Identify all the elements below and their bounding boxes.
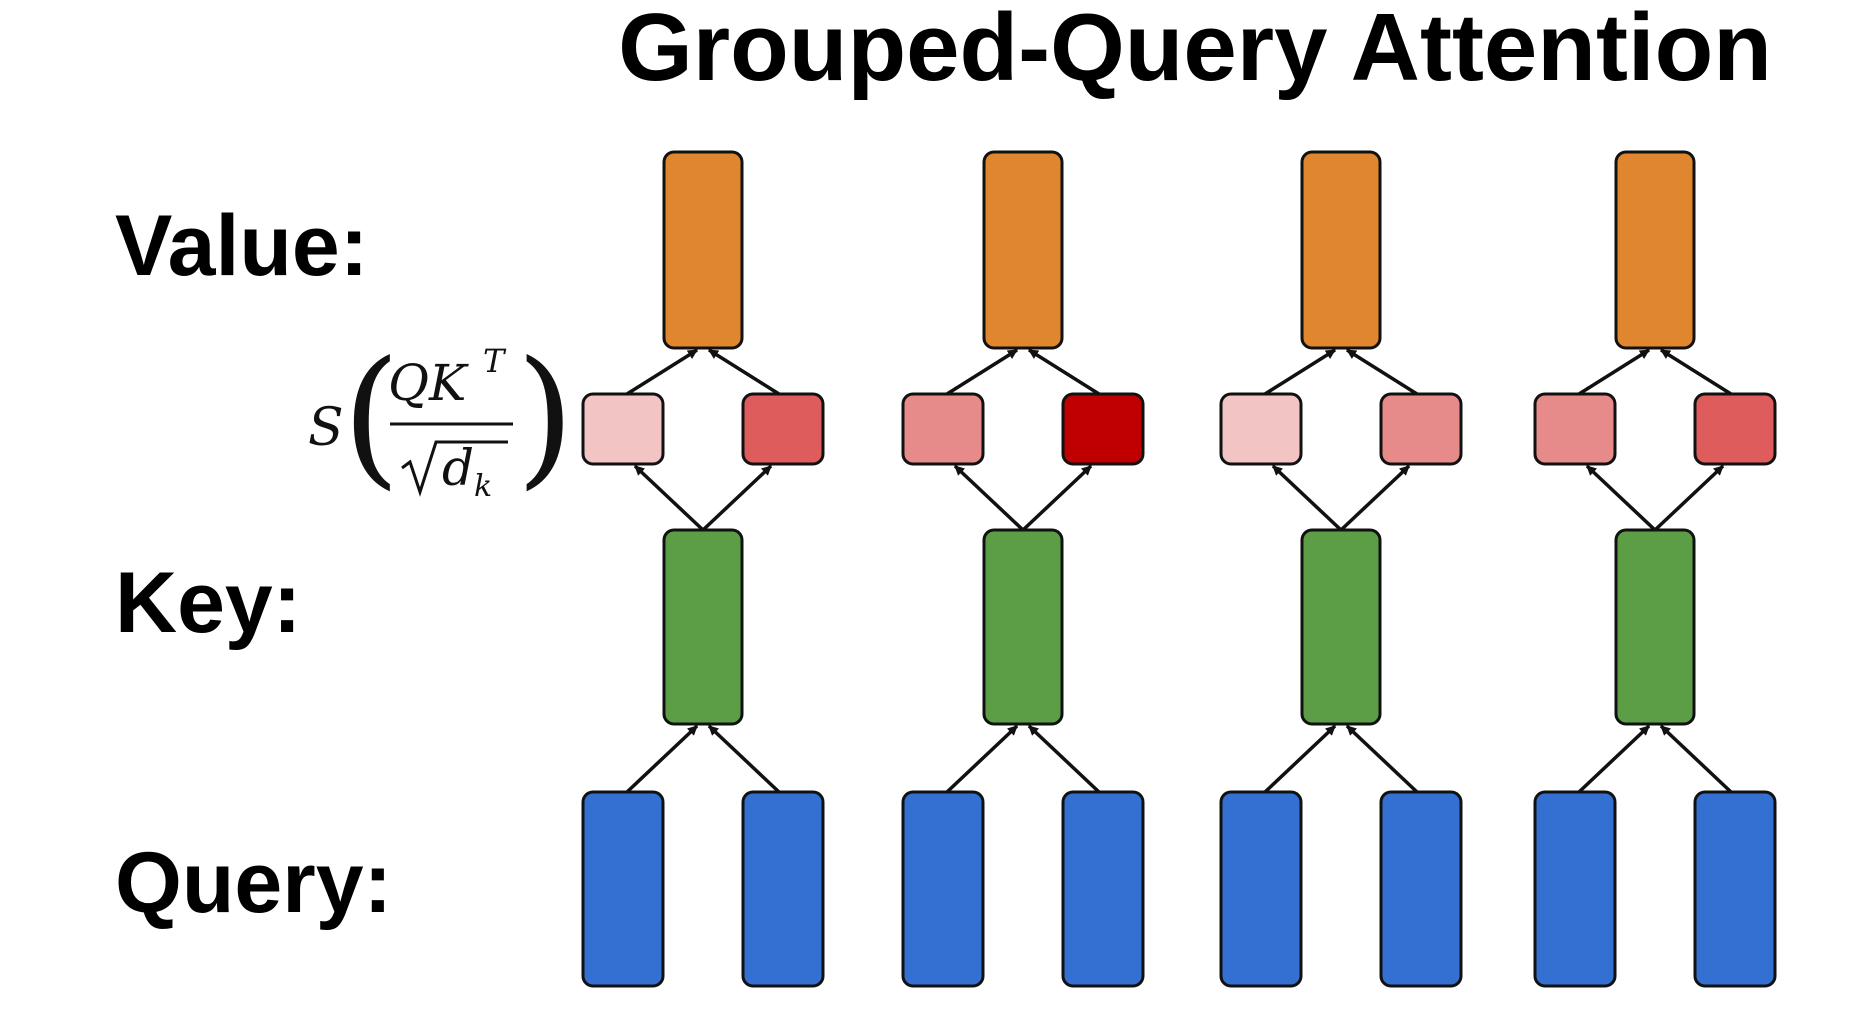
query-to-key-arrow [707,724,781,794]
key-box [662,528,744,726]
query-box [581,790,665,988]
score-to-value-arrow [1578,348,1650,396]
softmax-formula: S ( QK T d k ) [308,330,575,504]
key-to-score-arrow [1585,464,1657,532]
query-box [1379,790,1463,988]
formula-numerator: QK [388,354,469,412]
value-box [662,150,744,350]
query-box [1219,790,1303,988]
value-box [982,150,1064,350]
attention-score-box [1219,392,1303,466]
diagram-title: Grouped-Query Attention [618,0,1772,101]
attention-score-box [1061,392,1145,466]
query-box [901,790,985,988]
key-label: Key: [115,555,301,651]
formula-subscript: k [474,469,492,504]
key-to-score-arrow [1339,464,1411,532]
key-to-score-arrow [953,464,1025,532]
key-box [982,528,1064,726]
attention-score-box [901,392,985,466]
query-to-key-arrow [625,724,699,794]
formula-sqrt [401,440,508,497]
attention-score-box [1693,392,1777,466]
value-box [1300,150,1382,350]
attention-score-box [1533,392,1617,466]
query-to-key-arrow [1659,724,1733,794]
query-box [1693,790,1777,988]
query-label: Query: [115,835,392,931]
attention-score-box [581,392,665,466]
attention-group [1533,150,1777,988]
value-box [1614,150,1696,350]
score-to-value-arrow [946,348,1018,396]
query-to-key-arrow [1345,724,1419,794]
attention-score-box [1379,392,1463,466]
score-to-value-arrow [1660,348,1732,396]
formula-right-paren: ) [516,330,575,504]
key-box [1614,528,1696,726]
key-to-score-arrow [1271,464,1343,532]
key-box [1300,528,1382,726]
key-to-score-arrow [701,464,773,532]
score-to-value-arrow [1346,348,1418,396]
query-box [1061,790,1145,988]
formula-d: d [442,439,474,497]
attention-groups [581,150,1777,988]
key-to-score-arrow [1021,464,1093,532]
value-label: Value: [115,198,368,294]
key-to-score-arrow [633,464,705,532]
query-to-key-arrow [1263,724,1337,794]
attention-group [1219,150,1463,988]
query-to-key-arrow [1577,724,1651,794]
score-to-value-arrow [1028,348,1100,396]
query-to-key-arrow [945,724,1019,794]
score-to-value-arrow [708,348,780,396]
query-to-key-arrow [1027,724,1101,794]
query-box [741,790,825,988]
score-to-value-arrow [626,348,698,396]
attention-group [581,150,825,988]
attention-score-box [741,392,825,466]
key-to-score-arrow [1653,464,1725,532]
query-box [1533,790,1617,988]
formula-superscript: T [483,342,507,380]
attention-group [901,150,1145,988]
formula-left-paren: ( [342,330,401,504]
formula-s: S [308,398,344,458]
score-to-value-arrow [1264,348,1336,396]
